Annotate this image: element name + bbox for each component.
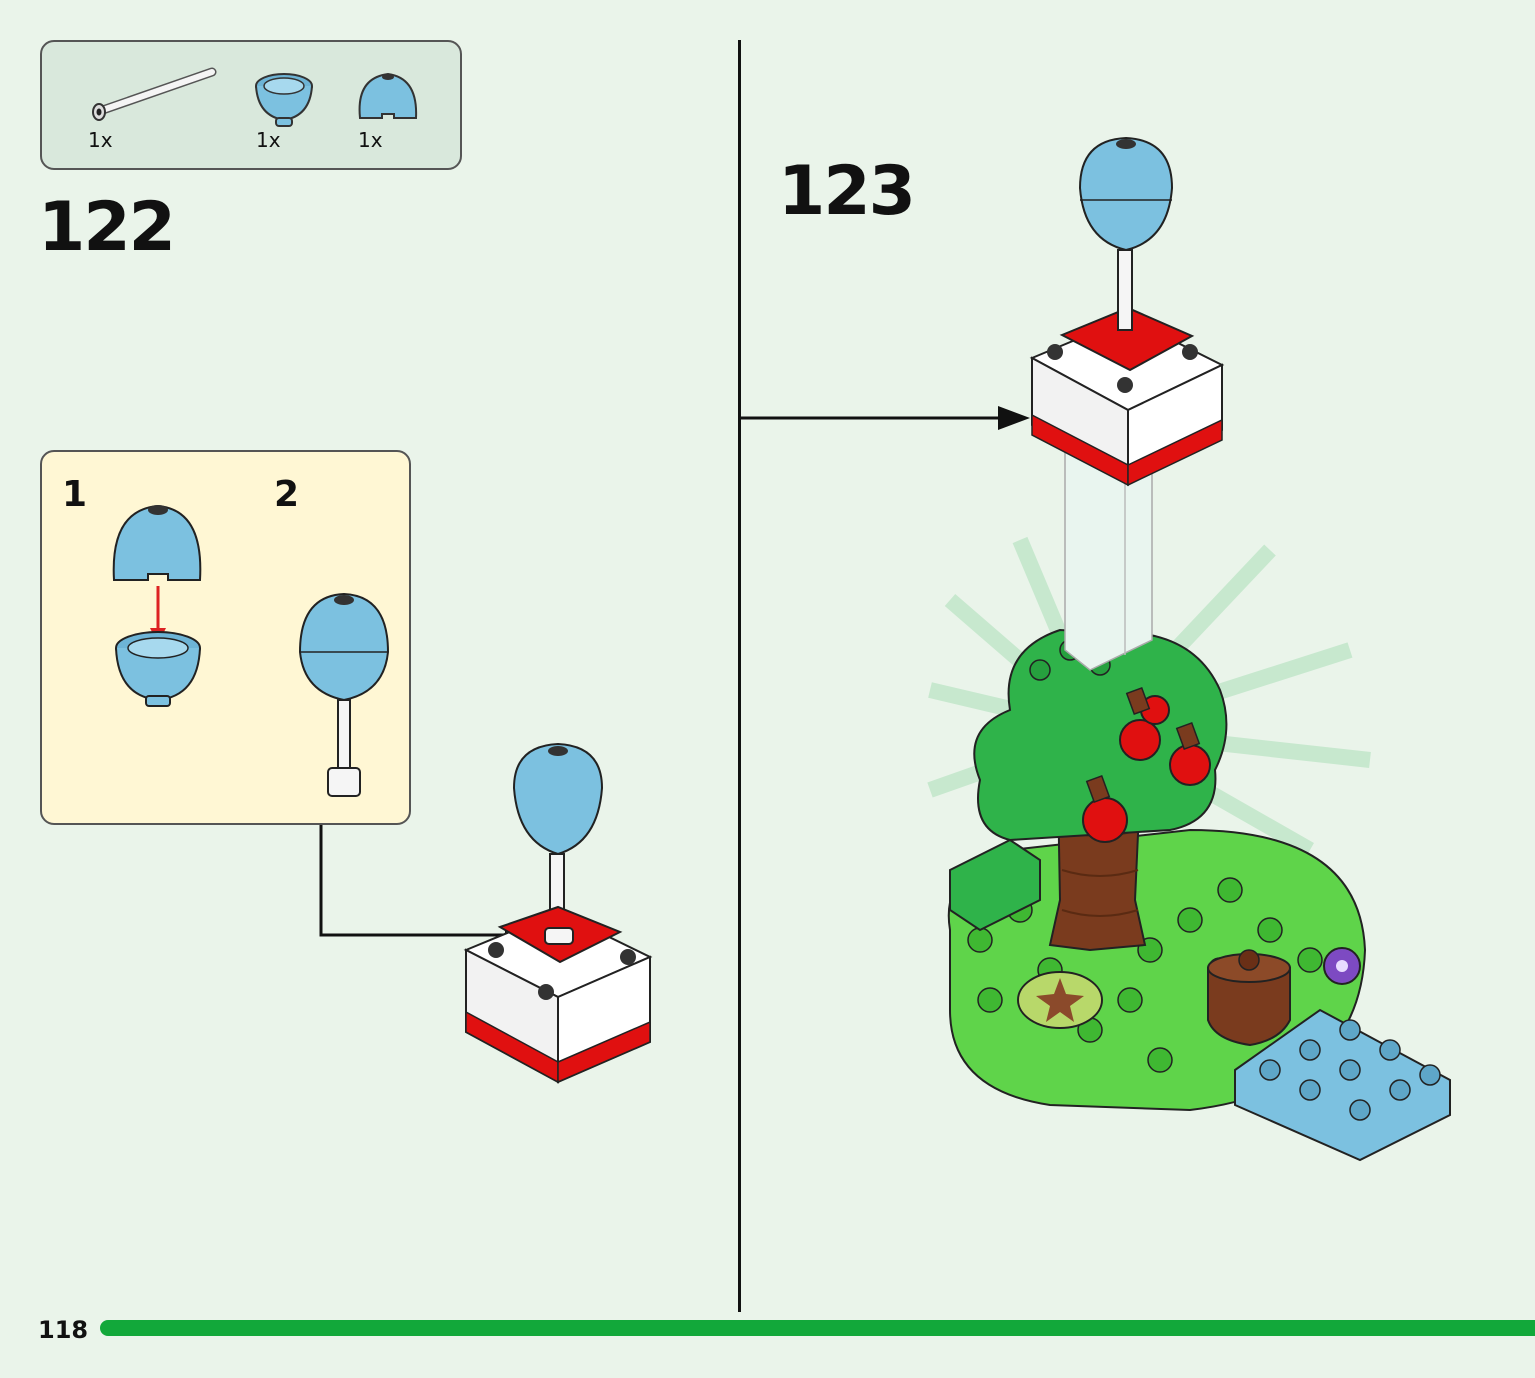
part-qty-1: 1x <box>88 128 113 152</box>
dome-top-part-icon <box>358 72 418 119</box>
step-number-122: 122 <box>38 188 176 267</box>
dome-bottom-part-icon <box>255 73 313 127</box>
step-divider <box>738 40 741 1312</box>
bar-part-icon <box>92 67 217 121</box>
part-qty-2: 1x <box>256 128 281 152</box>
connector-arrow-123 <box>740 406 1030 430</box>
step-122-model <box>463 742 653 1084</box>
step-123-model <box>927 136 1451 1162</box>
substep-2-illustration <box>298 592 390 797</box>
substep-number-1: 1 <box>62 474 88 515</box>
connector-arrow-122 <box>319 825 535 945</box>
sub-assembly-box: 1 2 <box>40 450 411 825</box>
substep-1-illustration <box>112 504 202 707</box>
page-number: 118 <box>38 1316 89 1344</box>
substep-number-2: 2 <box>274 474 300 515</box>
page-progress-bar <box>100 1320 1535 1336</box>
parts-list-box: 1x 1x 1x <box>40 40 462 170</box>
part-qty-3: 1x <box>358 128 383 152</box>
step-number-123: 123 <box>778 152 916 231</box>
